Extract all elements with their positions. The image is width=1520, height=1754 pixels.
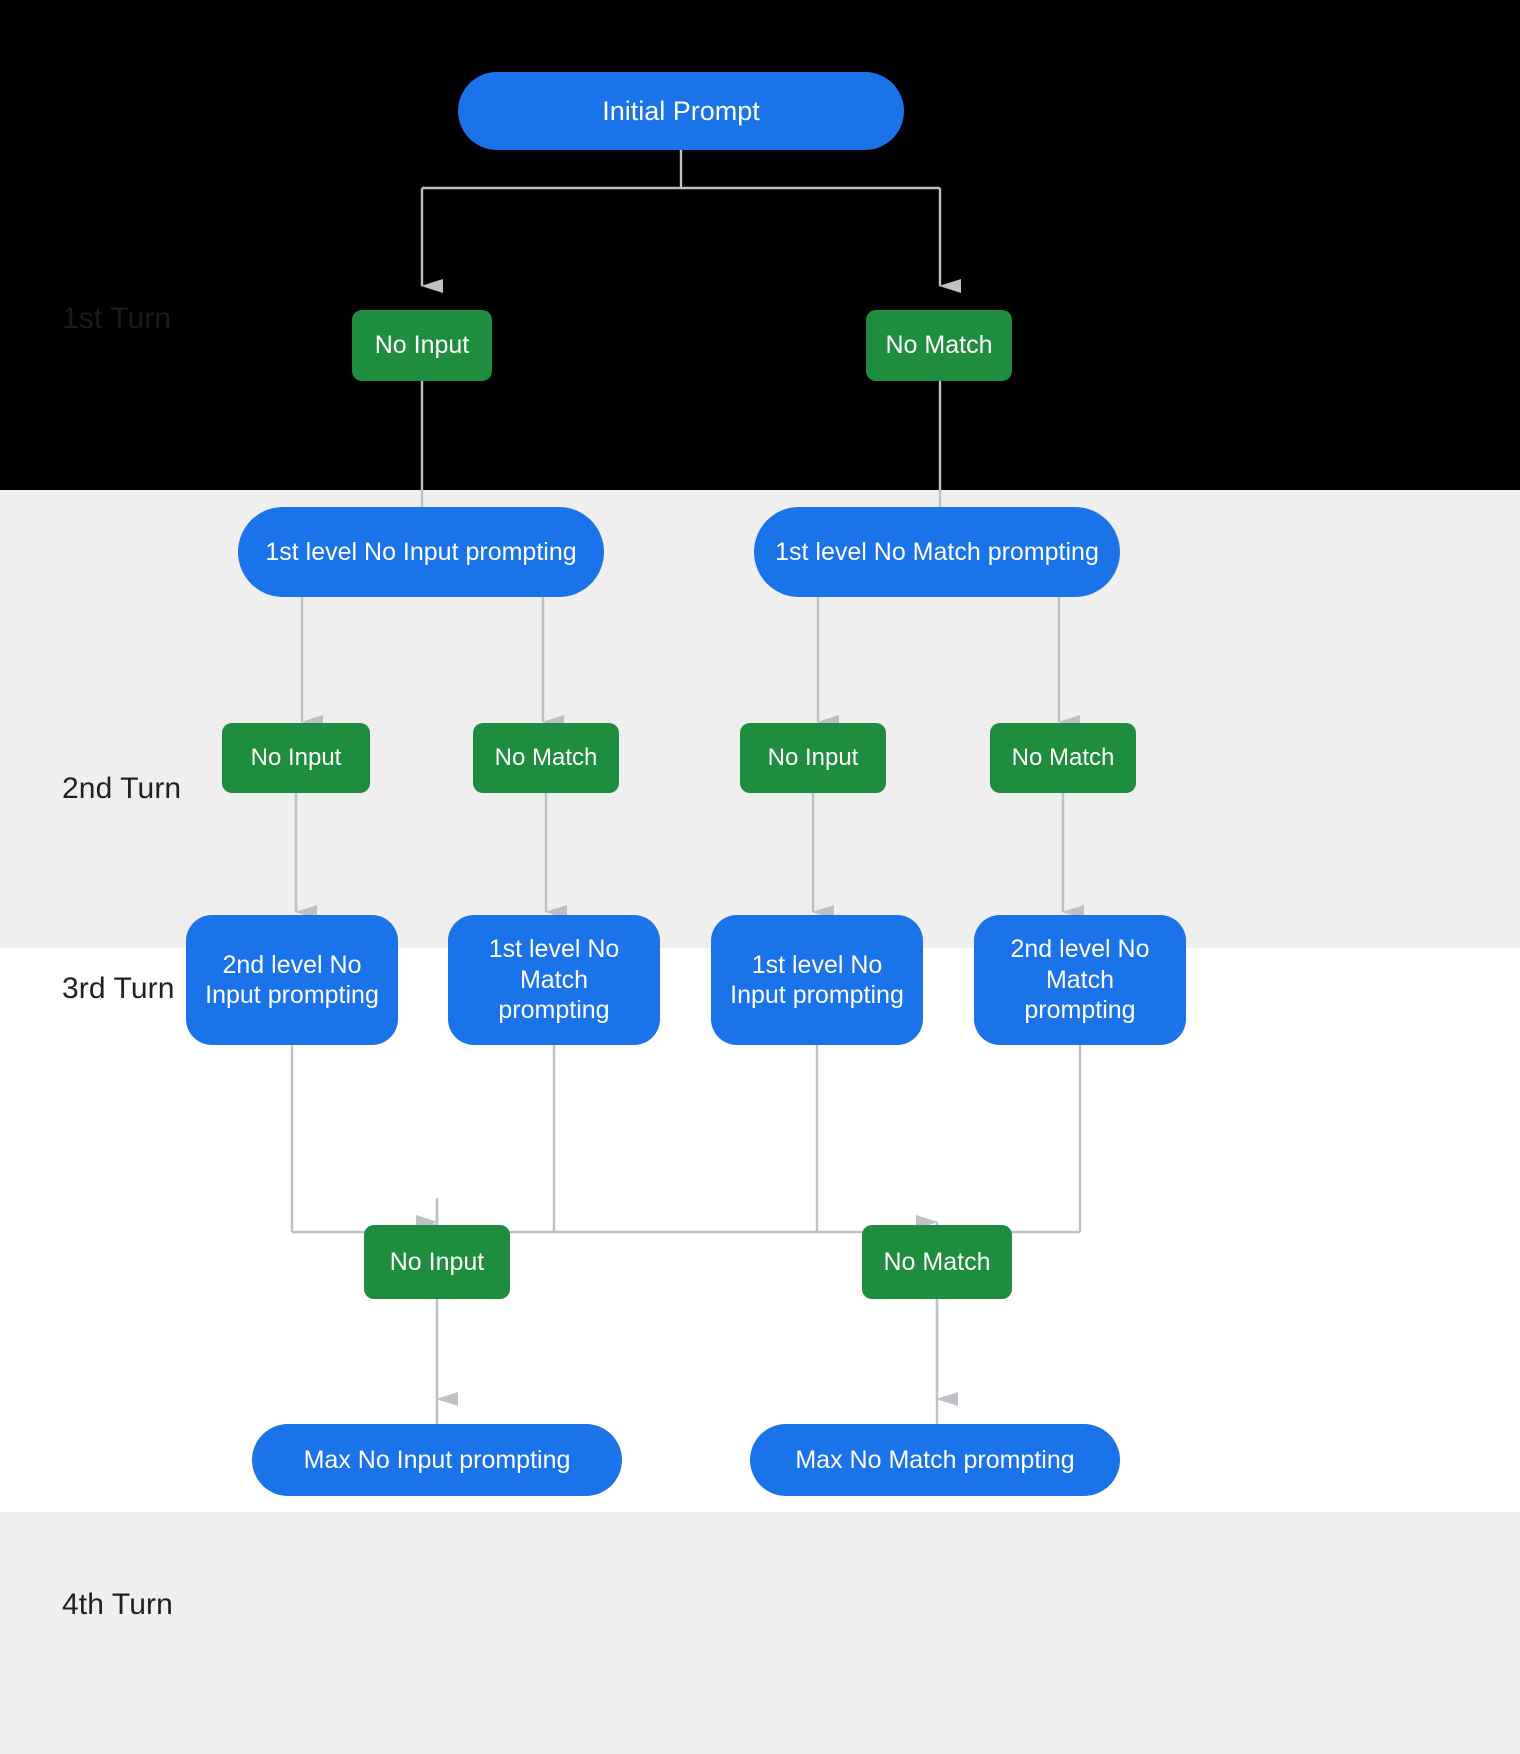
node-3rd-turn-1st-level-no-match[interactable]: 1st level No Match prompting — [448, 915, 660, 1045]
node-2nd-turn-prompt-no-input[interactable]: 1st level No Input prompting — [238, 507, 604, 597]
node-3rd-turn-1st-level-no-input-label: 1st level No Input prompting — [730, 950, 904, 1010]
band-4th-turn — [0, 1512, 1520, 1754]
node-1st-turn-no-match-label: No Match — [885, 331, 993, 360]
node-2nd-turn-no-match-right-label: No Match — [1011, 744, 1115, 772]
turn-label-3rd: 3rd Turn — [62, 972, 175, 1005]
node-2nd-turn-prompt-no-input-label: 1st level No Input prompting — [265, 537, 577, 566]
node-2nd-turn-no-input-right-label: No Input — [767, 744, 859, 772]
node-initial-prompt[interactable]: Initial Prompt — [458, 72, 904, 150]
node-3rd-turn-2nd-level-no-input-label: 2nd level No Input prompting — [205, 950, 379, 1010]
turn-label-2nd: 2nd Turn — [62, 772, 182, 805]
node-1st-turn-no-input[interactable]: No Input — [352, 310, 492, 381]
node-3rd-turn-2nd-level-no-match-label: 2nd level No Match prompting — [1010, 935, 1150, 1025]
node-3rd-turn-no-match-label: No Match — [883, 1247, 991, 1276]
node-3rd-turn-no-match[interactable]: No Match — [862, 1225, 1012, 1299]
node-2nd-turn-no-match-left-label: No Match — [494, 744, 598, 772]
node-initial-prompt-label: Initial Prompt — [602, 95, 760, 126]
node-2nd-turn-no-input-left-label: No Input — [250, 744, 342, 772]
node-3rd-turn-2nd-level-no-input[interactable]: 2nd level No Input prompting — [186, 915, 398, 1045]
node-3rd-turn-no-input-label: No Input — [389, 1247, 485, 1276]
node-2nd-turn-no-input-left[interactable]: No Input — [222, 723, 370, 793]
node-3rd-turn-1st-level-no-match-label: 1st level No Match prompting — [488, 935, 620, 1025]
node-2nd-turn-prompt-no-match-label: 1st level No Match prompting — [775, 537, 1099, 566]
turn-label-4th: 4th Turn — [62, 1588, 173, 1621]
node-3rd-turn-1st-level-no-input[interactable]: 1st level No Input prompting — [711, 915, 923, 1045]
turn-label-1st: 1st Turn — [62, 302, 172, 335]
node-2nd-turn-no-input-right[interactable]: No Input — [740, 723, 886, 793]
node-2nd-turn-no-match-right[interactable]: No Match — [990, 723, 1136, 793]
node-4th-turn-max-no-input[interactable]: Max No Input prompting — [252, 1424, 622, 1496]
node-3rd-turn-2nd-level-no-match[interactable]: 2nd level No Match prompting — [974, 915, 1186, 1045]
node-4th-turn-max-no-match[interactable]: Max No Match prompting — [750, 1424, 1120, 1496]
node-1st-turn-no-input-label: No Input — [374, 331, 470, 360]
node-3rd-turn-no-input[interactable]: No Input — [364, 1225, 510, 1299]
node-2nd-turn-prompt-no-match[interactable]: 1st level No Match prompting — [754, 507, 1120, 597]
node-4th-turn-max-no-input-label: Max No Input prompting — [303, 1445, 571, 1474]
node-1st-turn-no-match[interactable]: No Match — [866, 310, 1012, 381]
node-2nd-turn-no-match-left[interactable]: No Match — [473, 723, 619, 793]
node-4th-turn-max-no-match-label: Max No Match prompting — [795, 1445, 1075, 1474]
